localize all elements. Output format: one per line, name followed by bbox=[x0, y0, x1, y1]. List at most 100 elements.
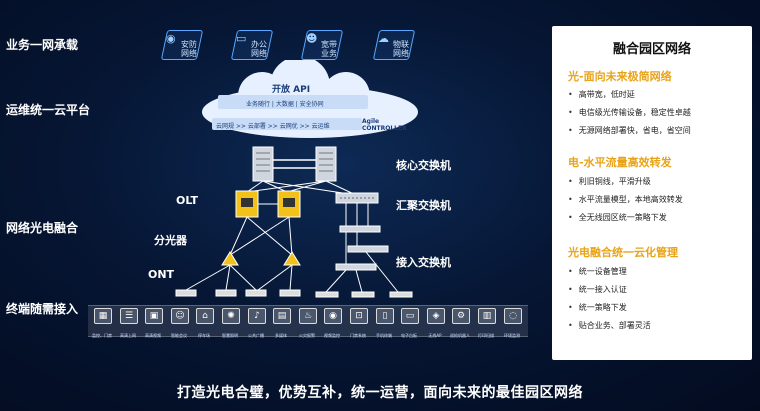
service-label: 宽带业务 bbox=[321, 40, 337, 58]
terminal-device: ☺ bbox=[169, 308, 189, 328]
label-splitter: 分光器 bbox=[154, 234, 187, 247]
terminal-icon: ⊡ bbox=[350, 308, 368, 324]
splitter-left bbox=[221, 251, 239, 266]
terminal-caption: 高清视频 bbox=[145, 333, 161, 338]
section-title-optical: 光-面向未来极简网络 bbox=[568, 70, 672, 83]
terminal-icon: ⚙ bbox=[452, 308, 470, 324]
panel-title: 融合园区网络 bbox=[612, 42, 691, 57]
bullet-item: 统一设备管理 bbox=[568, 266, 627, 277]
terminal-caption: 手机终端 bbox=[376, 333, 392, 338]
service-iot: ☁ 物联网络 bbox=[372, 26, 422, 68]
access-device bbox=[315, 291, 339, 298]
terminal-caption: 智慧照明 bbox=[222, 333, 238, 338]
service-office: ▭ 办公网络 bbox=[230, 26, 280, 68]
section-title-fusion: 光电融合统一云化管理 bbox=[568, 246, 678, 259]
layer-label-network: 网络光电融合 bbox=[6, 221, 79, 235]
layer-label-service: 业务一网承载 bbox=[6, 38, 79, 52]
terminal-icon: ⌂ bbox=[196, 308, 214, 324]
terminal-icon: ◉ bbox=[324, 308, 342, 324]
bullet-item: 全无线园区统一策略下发 bbox=[568, 212, 667, 223]
network-diagram bbox=[175, 60, 418, 298]
label-aggregation-switch: 汇聚交换机 bbox=[396, 199, 451, 212]
terminal-device: ▭ bbox=[399, 308, 419, 328]
terminal-caption: 视频监控 bbox=[324, 333, 340, 338]
camera-icon: ◉ bbox=[166, 32, 176, 45]
terminal-icon: ☺ bbox=[171, 308, 189, 324]
agile-controller-logo: Agile CONTROLLER bbox=[362, 118, 407, 132]
terminal-device: ♨ bbox=[297, 308, 317, 328]
bullet-item: 统一策略下发 bbox=[568, 302, 627, 313]
terminal-caption: 打印扫描 bbox=[478, 333, 494, 338]
terminal-icon: ▤ bbox=[273, 308, 291, 324]
service-security: ◉ 安防网络 bbox=[160, 26, 210, 68]
access-device bbox=[351, 291, 375, 298]
splitter-right bbox=[283, 251, 301, 266]
info-panel: 融合园区网络 光-面向未来极简网络 高带宽，低时延 电信级光传输设备，稳定性卓越… bbox=[552, 26, 752, 360]
terminal-icon: ♨ bbox=[299, 308, 317, 324]
service-broadband: ☻ 宽带业务 bbox=[300, 26, 350, 68]
access-switch-3 bbox=[335, 263, 377, 271]
monitor-icon: ▭ bbox=[236, 32, 247, 45]
layer-label-ops: 运维统一云平台 bbox=[6, 103, 91, 117]
ont-device bbox=[279, 289, 301, 297]
cloud-api-title: 开放 API bbox=[272, 85, 311, 95]
terminal-icon: ◌ bbox=[504, 308, 522, 324]
bullet-item: 高带宽，低时延 bbox=[568, 89, 635, 100]
terminal-device: ⊡ bbox=[348, 308, 368, 328]
terminal-icon: ▣ bbox=[145, 308, 163, 324]
terminal-bar bbox=[88, 305, 528, 337]
terminal-caption: 门禁系统 bbox=[350, 333, 366, 338]
terminal-device: ♪ bbox=[246, 308, 266, 328]
terminal-icon: ♪ bbox=[248, 308, 266, 324]
terminal-caption: 火灾报警 bbox=[299, 333, 315, 338]
terminal-device: ▣ bbox=[143, 308, 163, 328]
terminal-device: ◈ bbox=[425, 308, 445, 328]
bullet-item: 水平流量模型，本地高效转发 bbox=[568, 194, 683, 205]
terminal-device: ▦ bbox=[92, 308, 112, 328]
terminal-icon: ▥ bbox=[478, 308, 496, 324]
people-icon: ☻ bbox=[306, 32, 318, 45]
core-switch-right bbox=[315, 146, 337, 182]
terminal-caption: 停车场 bbox=[198, 333, 210, 338]
access-device bbox=[389, 291, 413, 298]
ont-device bbox=[245, 289, 267, 297]
terminal-icon: ▦ bbox=[94, 308, 112, 324]
terminal-icon: ▭ bbox=[401, 308, 419, 324]
terminal-icon: ✺ bbox=[222, 308, 240, 324]
terminal-device: ▥ bbox=[476, 308, 496, 328]
terminal-device: ✺ bbox=[220, 308, 240, 328]
terminal-caption: 多媒体 bbox=[275, 333, 287, 338]
section-title-electrical: 电-水平流量高效转发 bbox=[568, 156, 672, 169]
service-label: 办公网络 bbox=[251, 40, 267, 58]
bullet-item: 电信级光传输设备，稳定性卓越 bbox=[568, 107, 691, 118]
brand-line1: Agile bbox=[362, 118, 380, 125]
terminal-device: ☰ bbox=[118, 308, 138, 328]
terminal-caption: 监控、门禁 bbox=[92, 333, 112, 338]
ont-device bbox=[175, 289, 197, 297]
olt-device-right bbox=[277, 190, 301, 218]
terminal-device: ⚙ bbox=[450, 308, 470, 328]
terminal-icon: ▯ bbox=[376, 308, 394, 324]
layer-label-terminal: 终端随需接入 bbox=[6, 302, 79, 316]
terminal-device: ◌ bbox=[502, 308, 522, 328]
cloud-icon: ☁ bbox=[378, 32, 389, 45]
access-switch-2 bbox=[347, 245, 389, 253]
olt-device-left bbox=[235, 190, 259, 218]
label-access-switch: 接入交换机 bbox=[396, 256, 451, 269]
bullet-item: 利旧铜线，平滑升级 bbox=[568, 176, 651, 187]
core-switch-left bbox=[252, 146, 274, 182]
label-core-switch: 核心交换机 bbox=[396, 159, 451, 172]
terminal-device: ⌂ bbox=[194, 308, 214, 328]
terminal-caption: 无线AP bbox=[428, 333, 442, 338]
terminal-caption: 环境监测 bbox=[504, 333, 520, 338]
terminal-icon: ◈ bbox=[427, 308, 445, 324]
cloud-flow: 云网规 >> 云部署 >> 云网优 >> 云运维 bbox=[216, 123, 330, 130]
terminal-caption: 高清上网 bbox=[120, 333, 136, 338]
cloud-platform bbox=[202, 60, 418, 138]
terminal-caption: 巡检机器人 bbox=[450, 333, 470, 338]
brand-line2: CONTROLLER bbox=[362, 125, 407, 132]
label-ont: ONT bbox=[148, 268, 175, 281]
label-olt: OLT bbox=[176, 194, 199, 207]
terminal-device: ▯ bbox=[374, 308, 394, 328]
service-label: 物联网络 bbox=[393, 40, 409, 58]
